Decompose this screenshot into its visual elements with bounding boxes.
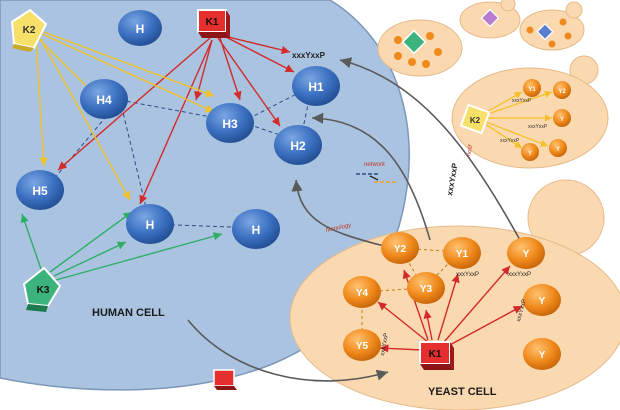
small-yeast-cell-2 xyxy=(459,0,521,39)
svg-text:K3: K3 xyxy=(37,285,50,296)
yeast-node-y-c: Y xyxy=(523,338,561,370)
human-node-h2: H2 xyxy=(274,125,322,165)
human-node-h1: H1 xyxy=(292,66,340,106)
kinase-k2: K2 xyxy=(10,8,48,52)
human-node-h4: H4 xyxy=(80,79,128,119)
kinase-k3: K3 xyxy=(22,266,62,312)
inset-motif-1: xxxYxxP xyxy=(512,98,532,104)
svg-text:motif: motif xyxy=(466,143,474,158)
svg-text:Y3: Y3 xyxy=(420,284,433,295)
inset-yeast-cell: K2 Y1 Y2 Y Y Y xxxYxxP xxxYxxP xxxYxxP xyxy=(451,55,609,169)
inset-node-1: Y1 xyxy=(528,87,536,93)
motif-y5-label: xxxYxxP xyxy=(380,333,390,357)
svg-text:H5: H5 xyxy=(32,184,48,198)
svg-text:Y1: Y1 xyxy=(456,249,469,260)
human-node-h5: H5 xyxy=(16,170,64,210)
svg-text:H1: H1 xyxy=(308,80,324,94)
inset-motif-2: xxxYxxP xyxy=(528,124,548,130)
cross-species-arrows xyxy=(187,57,521,382)
human-node-h-top: H xyxy=(118,10,162,46)
homology-label: homology xyxy=(325,222,353,233)
k3-arrows xyxy=(20,211,223,281)
kinase-k1-yeast: K1 xyxy=(419,341,454,370)
kinase-transfer-icon xyxy=(213,369,237,390)
svg-text:H2: H2 xyxy=(290,139,306,153)
inset-node-3: Y xyxy=(560,117,564,123)
human-node-h-mid: H xyxy=(126,204,174,244)
yeast-node-y2: Y2 xyxy=(381,232,419,264)
svg-text:network: network xyxy=(364,162,386,168)
svg-text:Y: Y xyxy=(539,350,546,361)
inset-motif-3: xxxYxxP xyxy=(500,138,520,144)
svg-text:Y2: Y2 xyxy=(394,244,407,255)
svg-text:H: H xyxy=(146,218,155,232)
svg-text:K1: K1 xyxy=(429,349,442,360)
inset-node-4: Y xyxy=(556,147,560,153)
motif-top-label: xxxYxxP xyxy=(292,51,326,60)
yeast-node-y3: Y3 xyxy=(407,272,445,304)
svg-text:Y: Y xyxy=(539,296,546,307)
svg-text:H: H xyxy=(136,22,145,36)
yeast-node-y1: Y1 xyxy=(443,237,481,269)
svg-text:K1: K1 xyxy=(206,17,219,28)
yeast-cell-label: YEAST CELL xyxy=(428,386,497,398)
human-node-h-right: H xyxy=(232,209,280,249)
motif-annotation: xxxYxxP motif xyxy=(445,143,474,196)
yeast-node-y4: Y4 xyxy=(343,276,381,308)
yeast-node-y-a: Y xyxy=(507,237,545,269)
svg-text:Y: Y xyxy=(523,249,530,260)
svg-text:H3: H3 xyxy=(222,117,238,131)
yeast-node-y5: Y5 xyxy=(343,329,381,361)
network-legend: network xyxy=(356,162,398,183)
motif-y3-label: xxxYxxP xyxy=(516,299,528,323)
k2-arrows xyxy=(35,31,215,201)
svg-text:Y5: Y5 xyxy=(356,341,369,352)
svg-text:H4: H4 xyxy=(96,93,112,107)
inset-kinase-label: K2 xyxy=(470,116,481,125)
svg-text:xxxYxxP: xxxYxxP xyxy=(445,162,460,197)
inset-node-2: Y2 xyxy=(558,89,566,95)
motif-y-label: xxxYxxP xyxy=(508,272,531,278)
yeast-node-y-b: Y xyxy=(523,284,561,316)
small-yeast-cell-1 xyxy=(377,19,463,77)
inset-node-5: Y xyxy=(528,151,532,157)
kinase-k1-human: K1 xyxy=(197,9,230,38)
human-cell-label: HUMAN CELL xyxy=(92,307,165,319)
motif-y1-label: xxxYxxP xyxy=(456,272,479,278)
small-yeast-cell-3 xyxy=(519,1,585,51)
svg-text:K2: K2 xyxy=(23,25,36,36)
svg-text:H: H xyxy=(252,223,261,237)
human-node-h3: H3 xyxy=(206,103,254,143)
svg-text:Y4: Y4 xyxy=(356,288,369,299)
k1-yeast-arrows xyxy=(377,265,523,353)
